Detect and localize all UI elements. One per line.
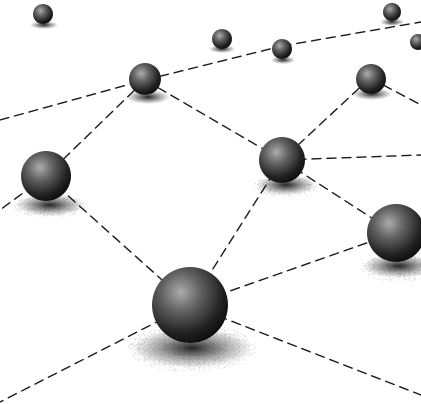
- sphere-node: [383, 3, 401, 21]
- sphere-node: [259, 137, 305, 183]
- sphere-node: [410, 34, 421, 50]
- sphere-node: [21, 151, 71, 201]
- sphere-node: [129, 63, 161, 95]
- edge-line: [0, 79, 146, 121]
- sphere-node: [152, 267, 228, 343]
- edge-line: [189, 304, 421, 396]
- spheres: [21, 3, 421, 343]
- sphere-node: [272, 39, 292, 59]
- edge-line: [144, 45, 283, 81]
- edge-line: [281, 154, 421, 161]
- edge-line: [144, 79, 283, 161]
- grain-overlay: [14, 175, 421, 372]
- sphere-node: [33, 4, 53, 24]
- edge-line: [281, 21, 421, 47]
- sphere-node: [356, 64, 386, 94]
- sphere-node: [367, 204, 421, 262]
- sphere-node: [212, 29, 232, 49]
